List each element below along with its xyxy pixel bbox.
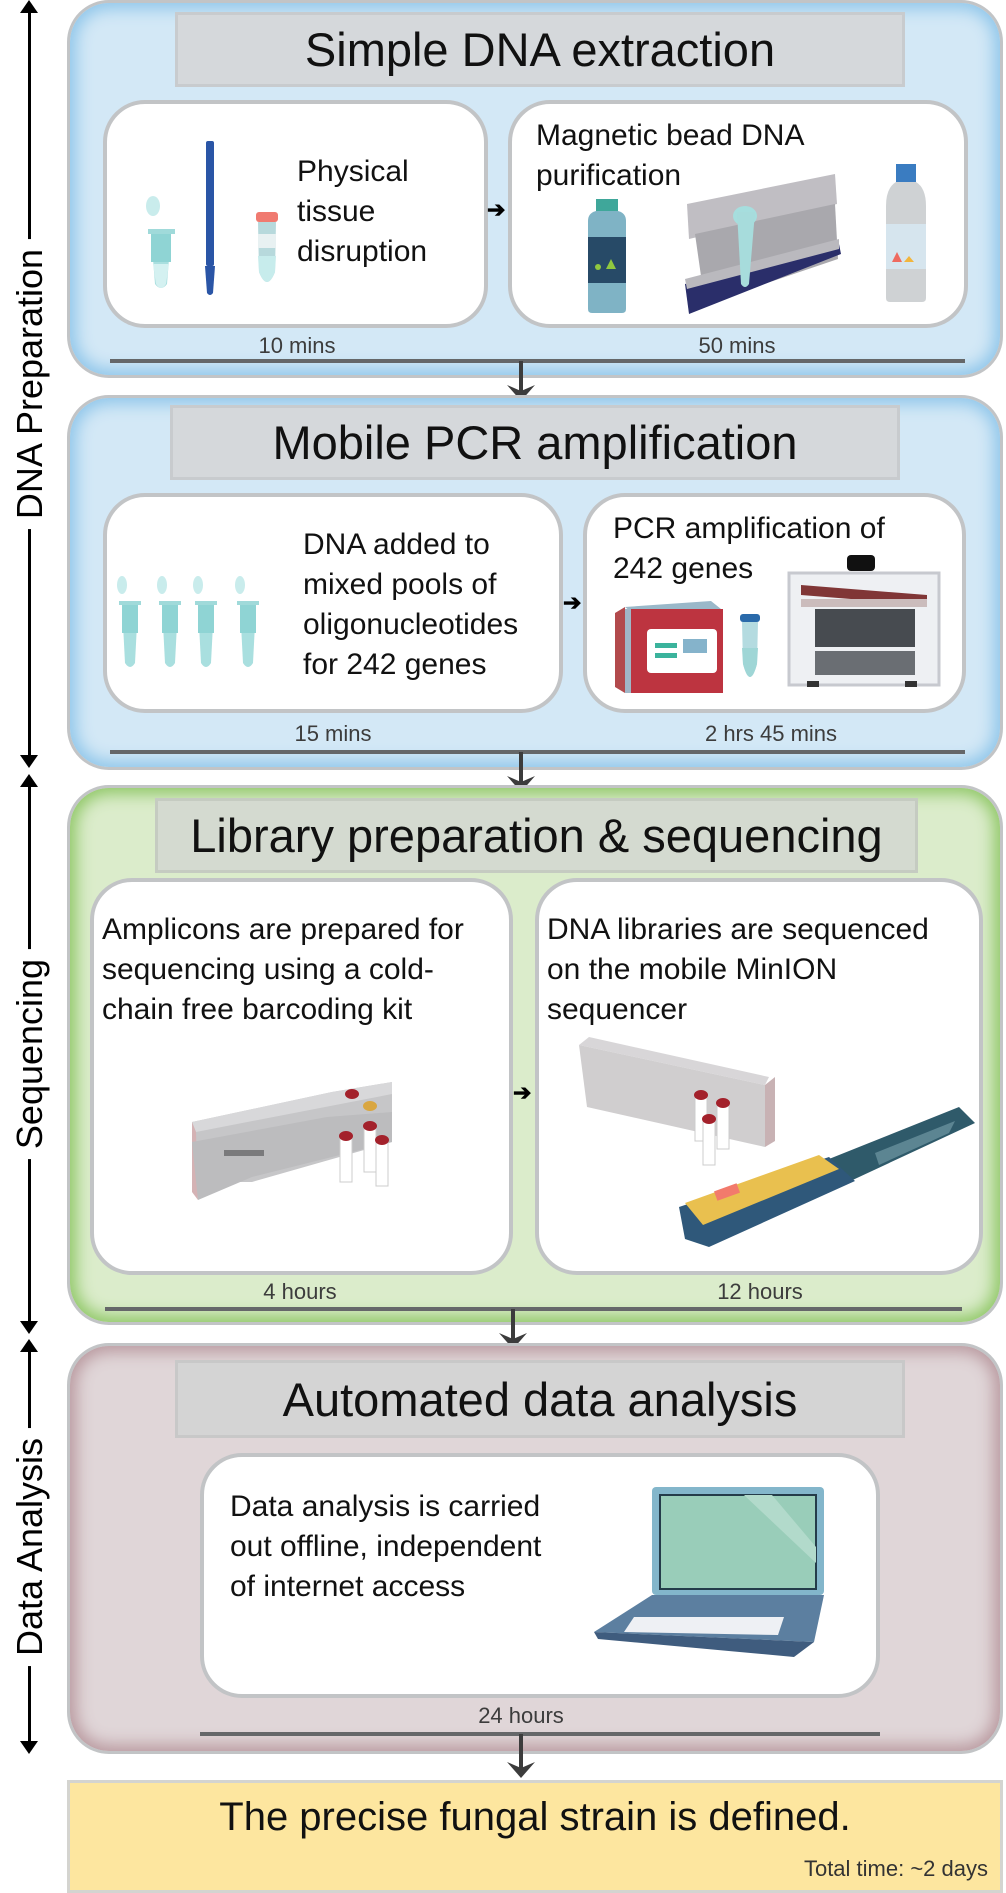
step-tissue-disruption: Physical tissue disruption (103, 100, 488, 328)
phase-label-text: Data Analysis (9, 1427, 51, 1666)
step-text: Amplicons are prepared for sequencing us… (102, 913, 464, 1026)
step-text: Physical tissue disruption (297, 155, 428, 268)
magnetic-rack-icon (685, 174, 841, 314)
timeline-bar (110, 359, 965, 363)
flow-arrow-down-icon (507, 361, 535, 401)
step-text: Data analysis is carried out offline, in… (230, 1490, 542, 1603)
sequencing-kit-icon (579, 1037, 775, 1166)
minion-sequencer-icon (679, 1107, 975, 1247)
tube-icon (740, 614, 760, 677)
stage-title: Automated data analysis (175, 1360, 905, 1438)
reagent-bottle-icon (588, 199, 626, 313)
pestle-icon (205, 141, 215, 295)
step-text: PCR amplification of 242 genes (613, 512, 885, 585)
step-minion-sequencing: DNA libraries are sequenced on the mobil… (535, 878, 983, 1275)
barcoding-kit-icon (192, 1082, 392, 1200)
arrow-down-icon (20, 755, 38, 768)
stage-title: Library preparation & sequencing (155, 798, 918, 873)
phase-label-data-analysis: Data Analysis (0, 1339, 60, 1754)
flow-arrow-down-icon (499, 1309, 527, 1349)
step-text: DNA libraries are sequenced on the mobil… (547, 913, 929, 1026)
phase-label-text: DNA Preparation (9, 238, 51, 530)
arrow-up-icon (20, 0, 38, 13)
arrow-down-icon (20, 1321, 38, 1334)
next-step-arrow-icon: ➔ (487, 197, 506, 222)
step-magnetic-bead-purification: Magnetic bead DNA purification (508, 100, 968, 328)
stage-title: Mobile PCR amplification (170, 405, 900, 480)
step-text: Magnetic bead DNA purification (536, 119, 805, 192)
thermocycler-icon (787, 555, 941, 687)
step-barcoding: Amplicons are prepared for sequencing us… (90, 878, 513, 1275)
total-time: Total time: ~2 days (803, 1856, 988, 1881)
microcentrifuge-tube-icon (146, 196, 175, 288)
next-step-arrow-icon: ➔ (563, 590, 582, 615)
buffer-bottle-icon (886, 164, 926, 302)
flow-arrow-down-icon (507, 1734, 535, 1778)
arrow-up-icon (20, 774, 38, 787)
timeline-bar (110, 750, 965, 754)
flow-arrow-down-icon (507, 752, 535, 792)
phase-label-sequencing: Sequencing (0, 774, 60, 1334)
laptop-icon (594, 1487, 824, 1657)
screw-cap-tube-icon (256, 212, 278, 282)
phase-label-dna-preparation: DNA Preparation (0, 0, 60, 768)
timeline-bar (105, 1307, 962, 1311)
step-duration: 15 mins (294, 721, 372, 746)
step-duration: 2 hrs 45 mins (704, 721, 838, 746)
timeline-bar (200, 1732, 880, 1736)
step-duration: 10 mins (258, 333, 336, 358)
step-duration: 12 hours (717, 1279, 803, 1304)
step-duration: 4 hours (263, 1279, 337, 1304)
step-duration: 24 hours (478, 1703, 564, 1728)
arrow-up-icon (20, 1339, 38, 1352)
stage-title: Simple DNA extraction (175, 12, 905, 87)
result-text: The precise fungal strain is defined. (219, 1795, 851, 1839)
step-offline-analysis: Data analysis is carried out offline, in… (200, 1453, 880, 1698)
next-step-arrow-icon: ➔ (513, 1080, 532, 1105)
phase-label-text: Sequencing (9, 948, 51, 1160)
step-pcr-amplification: PCR amplification of 242 genes (583, 493, 966, 713)
pcr-tubes-icon (117, 576, 259, 667)
step-oligonucleotide-mixing: DNA added to mixed pools of oligonucleot… (103, 493, 563, 713)
arrow-down-icon (20, 1741, 38, 1754)
step-text: DNA added to mixed pools of oligonucleot… (303, 528, 519, 681)
step-duration: 50 mins (698, 333, 776, 358)
result-box: The precise fungal strain is defined. To… (67, 1780, 1003, 1893)
reagent-kit-box-icon (615, 601, 723, 693)
